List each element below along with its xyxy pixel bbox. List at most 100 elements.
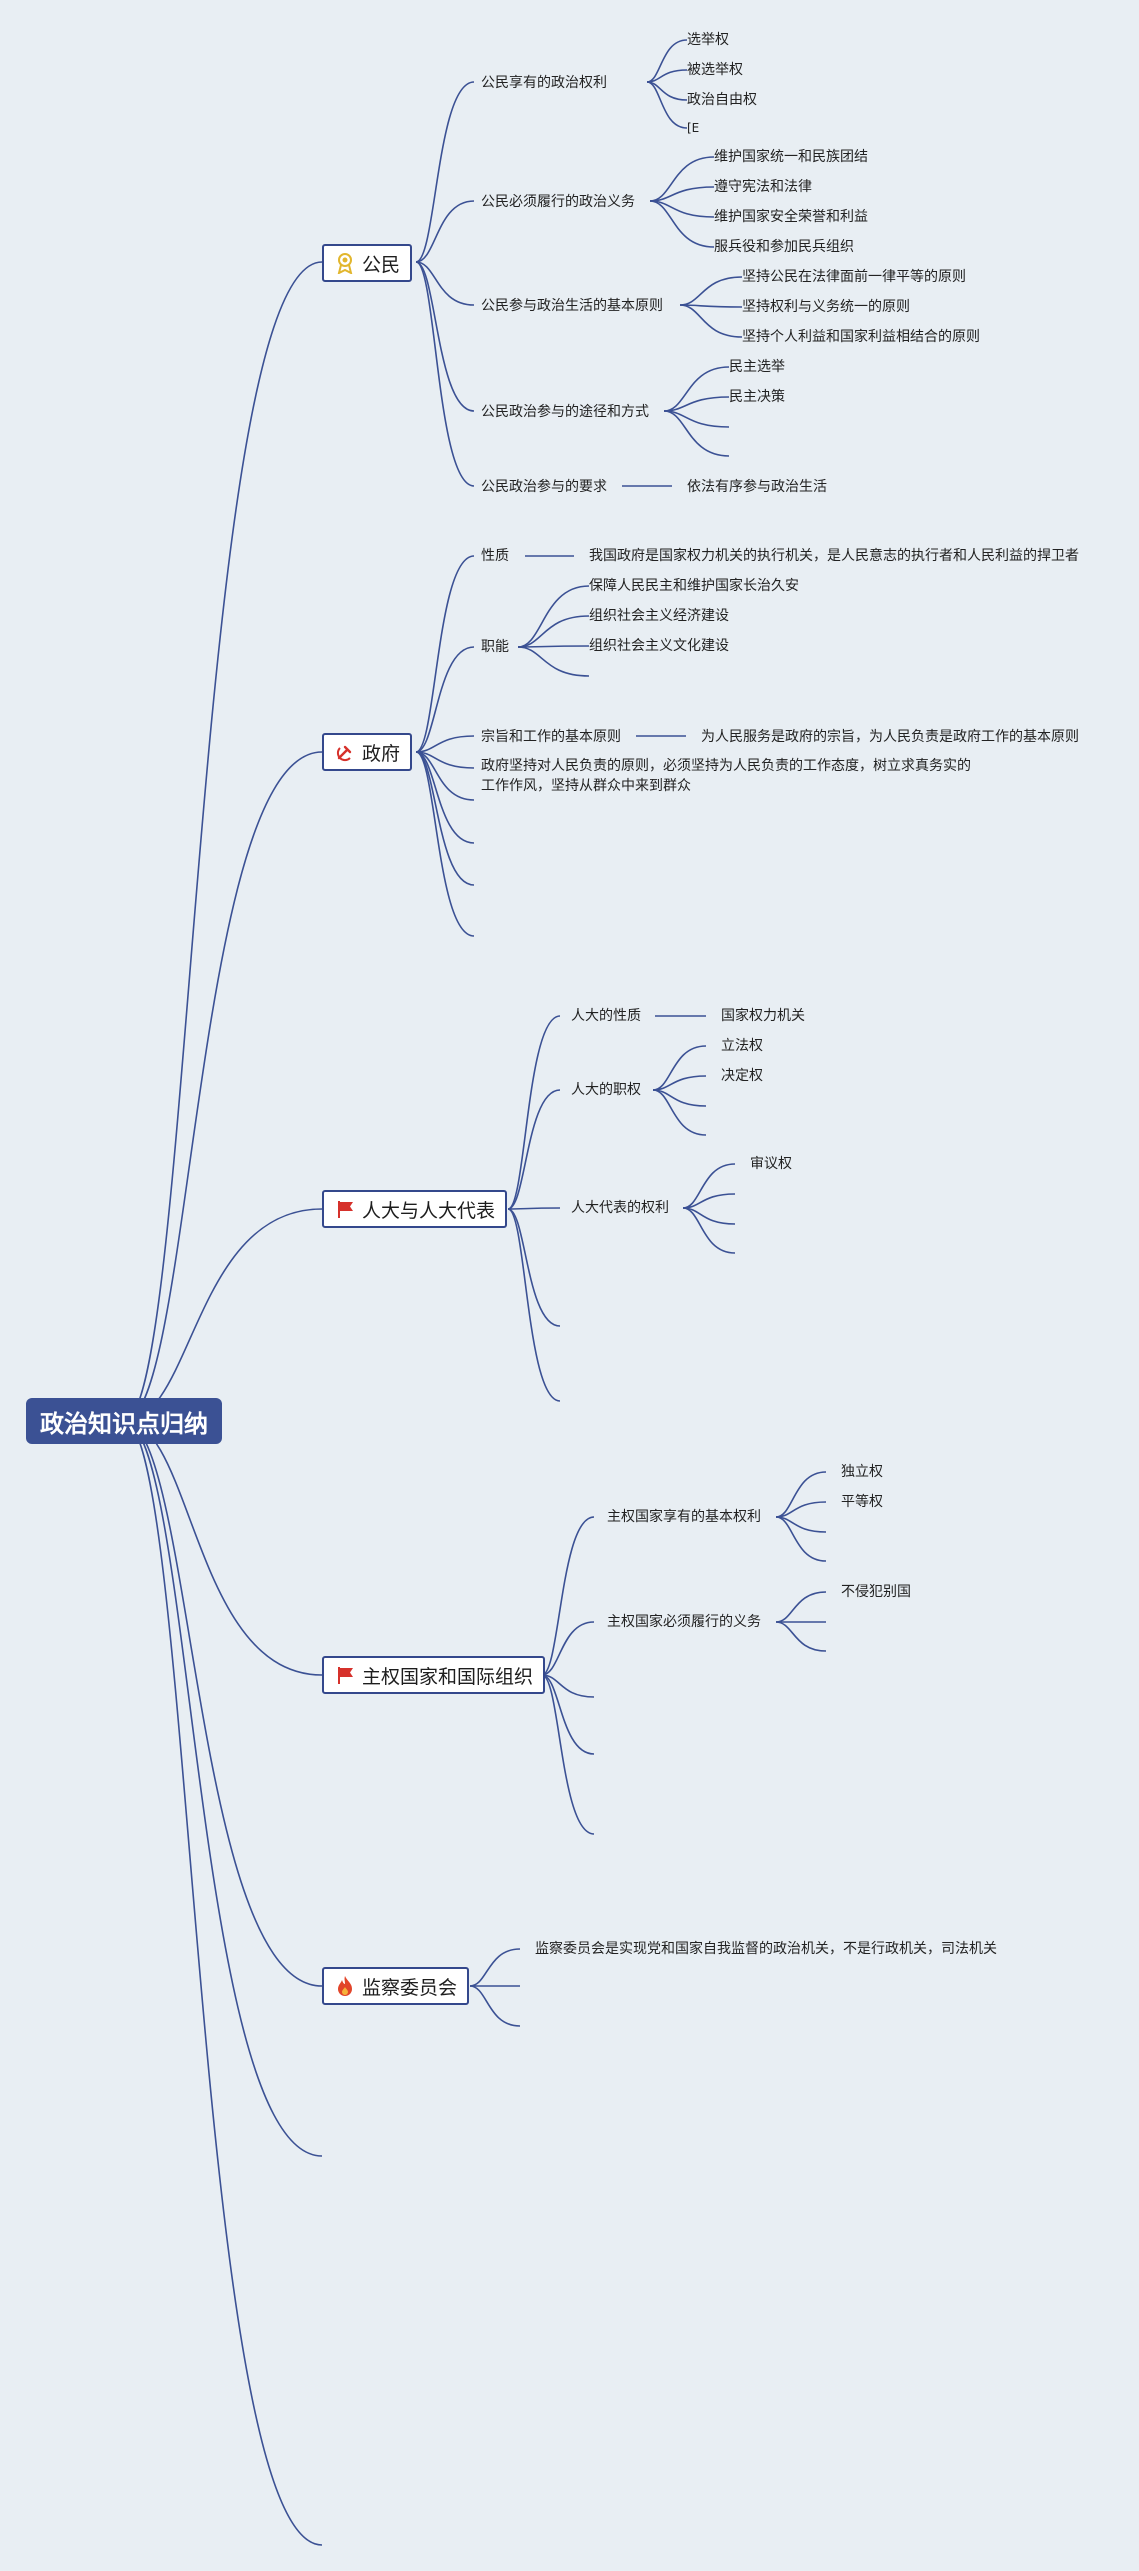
connector-line	[507, 1089, 561, 1210]
topic-gov-functions[interactable]: 职能	[481, 639, 509, 655]
topic-citizen-principles[interactable]: 公民参与政治生活的基本原则	[481, 298, 663, 314]
connector-line	[415, 751, 475, 801]
topic-gov-responsibility[interactable]: 政府坚持对人民负责的原则，必须坚持为人民负责的工作态度，树立求真务实的工作作风，…	[481, 758, 971, 794]
leaf-item[interactable]: 国家权力机关	[721, 1008, 805, 1024]
leaf-item[interactable]: [E	[687, 121, 700, 135]
topic-citizen-channels[interactable]: 公民政治参与的途径和方式	[481, 404, 649, 420]
connector-line	[652, 1089, 707, 1136]
connector-line	[541, 1674, 595, 1755]
leaf-item[interactable]: 我国政府是国家权力机关的执行机关，是人民意志的执行者和人民利益的捍卫者	[589, 548, 1079, 564]
leaf-item[interactable]: 选举权	[687, 32, 729, 48]
connector-line	[415, 735, 475, 753]
leaf-item[interactable]: 坚持公民在法律面前一律平等的原则	[742, 269, 966, 285]
leaf-item[interactable]: 坚持权利与义务统一的原则	[742, 299, 910, 315]
connector-line	[679, 276, 743, 306]
topic-npc-nature[interactable]: 人大的性质	[571, 1008, 641, 1024]
connector-line	[541, 1674, 595, 1698]
topic-gov-nature[interactable]: 性质	[481, 548, 509, 564]
branch-label: 政府	[362, 742, 401, 765]
connector-line	[663, 396, 730, 412]
connector-line	[663, 366, 730, 412]
connector-line	[415, 261, 475, 487]
branch-government[interactable]: 政府	[322, 733, 413, 771]
branch-label: 主权国家和国际组织	[362, 1665, 534, 1688]
leaf-item[interactable]: 民主决策	[729, 389, 785, 405]
leaf-item[interactable]: 组织社会主义文化建设	[589, 638, 729, 654]
leaf-item[interactable]: 遵守宪法和法律	[714, 179, 812, 195]
topic-commission-nature[interactable]: 监察委员会是实现党和国家自我监督的政治机关，不是行政机关，司法机关	[535, 1941, 997, 1957]
connector-line	[507, 1208, 561, 1327]
connector-line	[663, 410, 730, 457]
connector-line	[123, 1420, 323, 1987]
leaf-item[interactable]: 民主选举	[729, 359, 785, 375]
leaf-item[interactable]: 为人民服务是政府的宗旨，为人民负责是政府工作的基本原则	[701, 729, 1079, 745]
leaf-item[interactable]: 维护国家安全荣誉和利益	[714, 209, 868, 225]
branch-label: 人大与人大代表	[362, 1199, 496, 1222]
connector-line	[775, 1591, 827, 1623]
connector-line	[775, 1516, 827, 1562]
connector-line	[123, 1420, 323, 2546]
connector-line	[682, 1163, 736, 1209]
branch-supervisory-commission[interactable]: 监察委员会	[322, 1967, 470, 2005]
connector-line	[517, 646, 590, 677]
connector-line	[415, 646, 475, 753]
leaf-item[interactable]: 维护国家统一和民族团结	[714, 149, 868, 165]
topic-citizen-duties[interactable]: 公民必须履行的政治义务	[481, 194, 635, 210]
branch-sovereign-states[interactable]: 主权国家和国际组织	[322, 1656, 546, 1694]
connector-line	[415, 261, 475, 412]
leaf-item[interactable]: 平等权	[841, 1494, 883, 1510]
topic-npc-powers[interactable]: 人大的职权	[571, 1082, 641, 1098]
topic-npc-deputy-rights[interactable]: 人大代表的权利	[571, 1200, 669, 1216]
connector-line	[646, 39, 688, 83]
leaf-item[interactable]: 决定权	[721, 1068, 763, 1084]
leaf-item[interactable]: 依法有序参与政治生活	[687, 479, 827, 495]
connector-line	[517, 615, 590, 648]
leaf-item[interactable]: 服兵役和参加民兵组织	[714, 239, 854, 255]
leaf-item[interactable]: 立法权	[721, 1038, 763, 1054]
leaf-item[interactable]: 不侵犯别国	[841, 1584, 911, 1600]
branch-citizen[interactable]: 公民	[322, 244, 413, 282]
leaf-item[interactable]: 独立权	[841, 1464, 883, 1480]
connector-line	[507, 1015, 561, 1210]
connector-line	[123, 261, 323, 1422]
connector-line	[469, 1948, 521, 1987]
connector-line	[123, 1420, 323, 1676]
topic-gov-purpose[interactable]: 宗旨和工作的基本原则	[481, 729, 621, 745]
connector-line	[649, 156, 715, 202]
connector-line	[415, 261, 475, 306]
topic-citizen-rights[interactable]: 公民享有的政治权利	[481, 75, 607, 91]
topic-state-rights[interactable]: 主权国家享有的基本权利	[607, 1509, 761, 1525]
leaf-item[interactable]: 组织社会主义经济建设	[589, 608, 729, 624]
branch-label: 公民	[362, 253, 401, 276]
fire-icon	[334, 1975, 356, 1997]
leaf-item[interactable]: 政治自由权	[687, 92, 757, 108]
connector-line	[646, 81, 688, 129]
award-ribbon-icon	[334, 252, 356, 274]
root-topic[interactable]: 政治知识点归纳	[26, 1398, 222, 1444]
connector-line	[649, 200, 715, 218]
connector-line	[682, 1207, 736, 1254]
connector-line	[775, 1471, 827, 1518]
connector-line	[775, 1621, 827, 1652]
leaf-item[interactable]: 被选举权	[687, 62, 743, 78]
connector-line	[507, 1207, 561, 1210]
connector-line	[123, 751, 323, 1422]
leaf-item[interactable]: 坚持个人利益和国家利益相结合的原则	[742, 329, 980, 345]
connector-line	[652, 1075, 707, 1091]
connector-line	[517, 645, 590, 648]
connector-line	[123, 1208, 323, 1422]
connector-line	[679, 304, 743, 338]
leaf-item[interactable]: 审议权	[750, 1156, 792, 1172]
topic-state-duties[interactable]: 主权国家必须履行的义务	[607, 1614, 761, 1630]
branch-npc[interactable]: 人大与人大代表	[322, 1190, 508, 1228]
connector-line	[415, 751, 475, 886]
red-flag-icon	[334, 1664, 356, 1686]
connector-line	[469, 1985, 521, 2027]
leaf-item[interactable]: 保障人民民主和维护国家长治久安	[589, 578, 799, 594]
connector-line	[649, 200, 715, 248]
hammer-sickle-icon	[334, 741, 356, 763]
connector-line	[415, 81, 475, 263]
topic-citizen-requirements[interactable]: 公民政治参与的要求	[481, 479, 607, 495]
connector-line	[123, 1420, 323, 2157]
